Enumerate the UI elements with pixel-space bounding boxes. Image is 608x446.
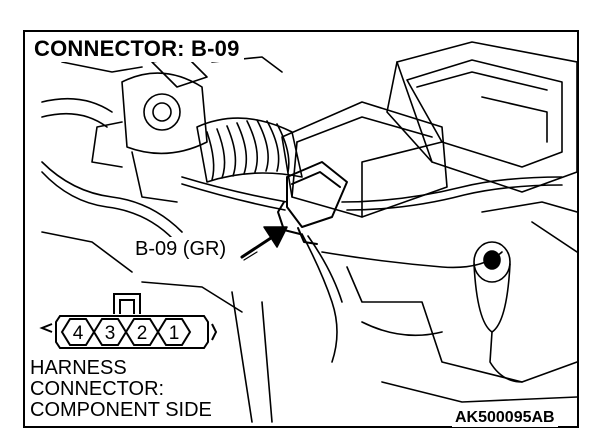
figure-code: AK500095AB <box>452 409 558 427</box>
engine-lower-detail <box>231 201 577 423</box>
callout-arrow <box>240 226 288 261</box>
harness-line-1: HARNESS <box>30 357 127 379</box>
harness-line-3: COMPONENT SIDE <box>30 399 212 421</box>
harness-line-2: CONNECTOR: <box>30 378 165 400</box>
harness-connector-face: 4 3 2 1 <box>39 293 218 360</box>
pin-label-2: 2 <box>137 323 148 344</box>
pin-label-3: 3 <box>105 323 116 344</box>
pin-label-4: 4 <box>73 323 84 344</box>
engine-bay-illustration <box>41 41 577 423</box>
connector-callout-label: B-09 (GR) <box>132 237 230 261</box>
connector-title: CONNECTOR: B-09 <box>30 36 244 62</box>
pin-label-1: 1 <box>169 323 180 344</box>
intake-hose <box>196 117 303 183</box>
reservoir-cap <box>473 241 523 383</box>
airflow-housing <box>281 101 448 218</box>
harness-description: HARNESS CONNECTOR: COMPONENT SIDE <box>30 358 216 421</box>
